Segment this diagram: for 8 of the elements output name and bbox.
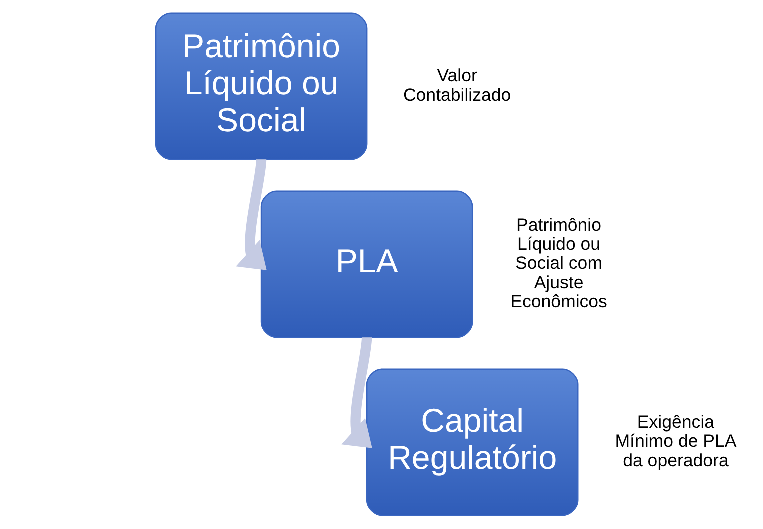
- node-box: PLA: [260, 190, 473, 338]
- node-label: Exigência Mínimo de PLA da operadora: [614, 412, 736, 470]
- node-label: Valor Contabilizado: [402, 66, 511, 105]
- node-box: Patrimônio Líquido ou Social: [154, 12, 368, 160]
- node-label: Patrimônio Líquido ou Social com Ajuste Econômicos: [510, 215, 607, 312]
- arrow: [236, 159, 266, 270]
- node-box: Capital Regulatório: [366, 368, 578, 516]
- arrow: [341, 337, 372, 448]
